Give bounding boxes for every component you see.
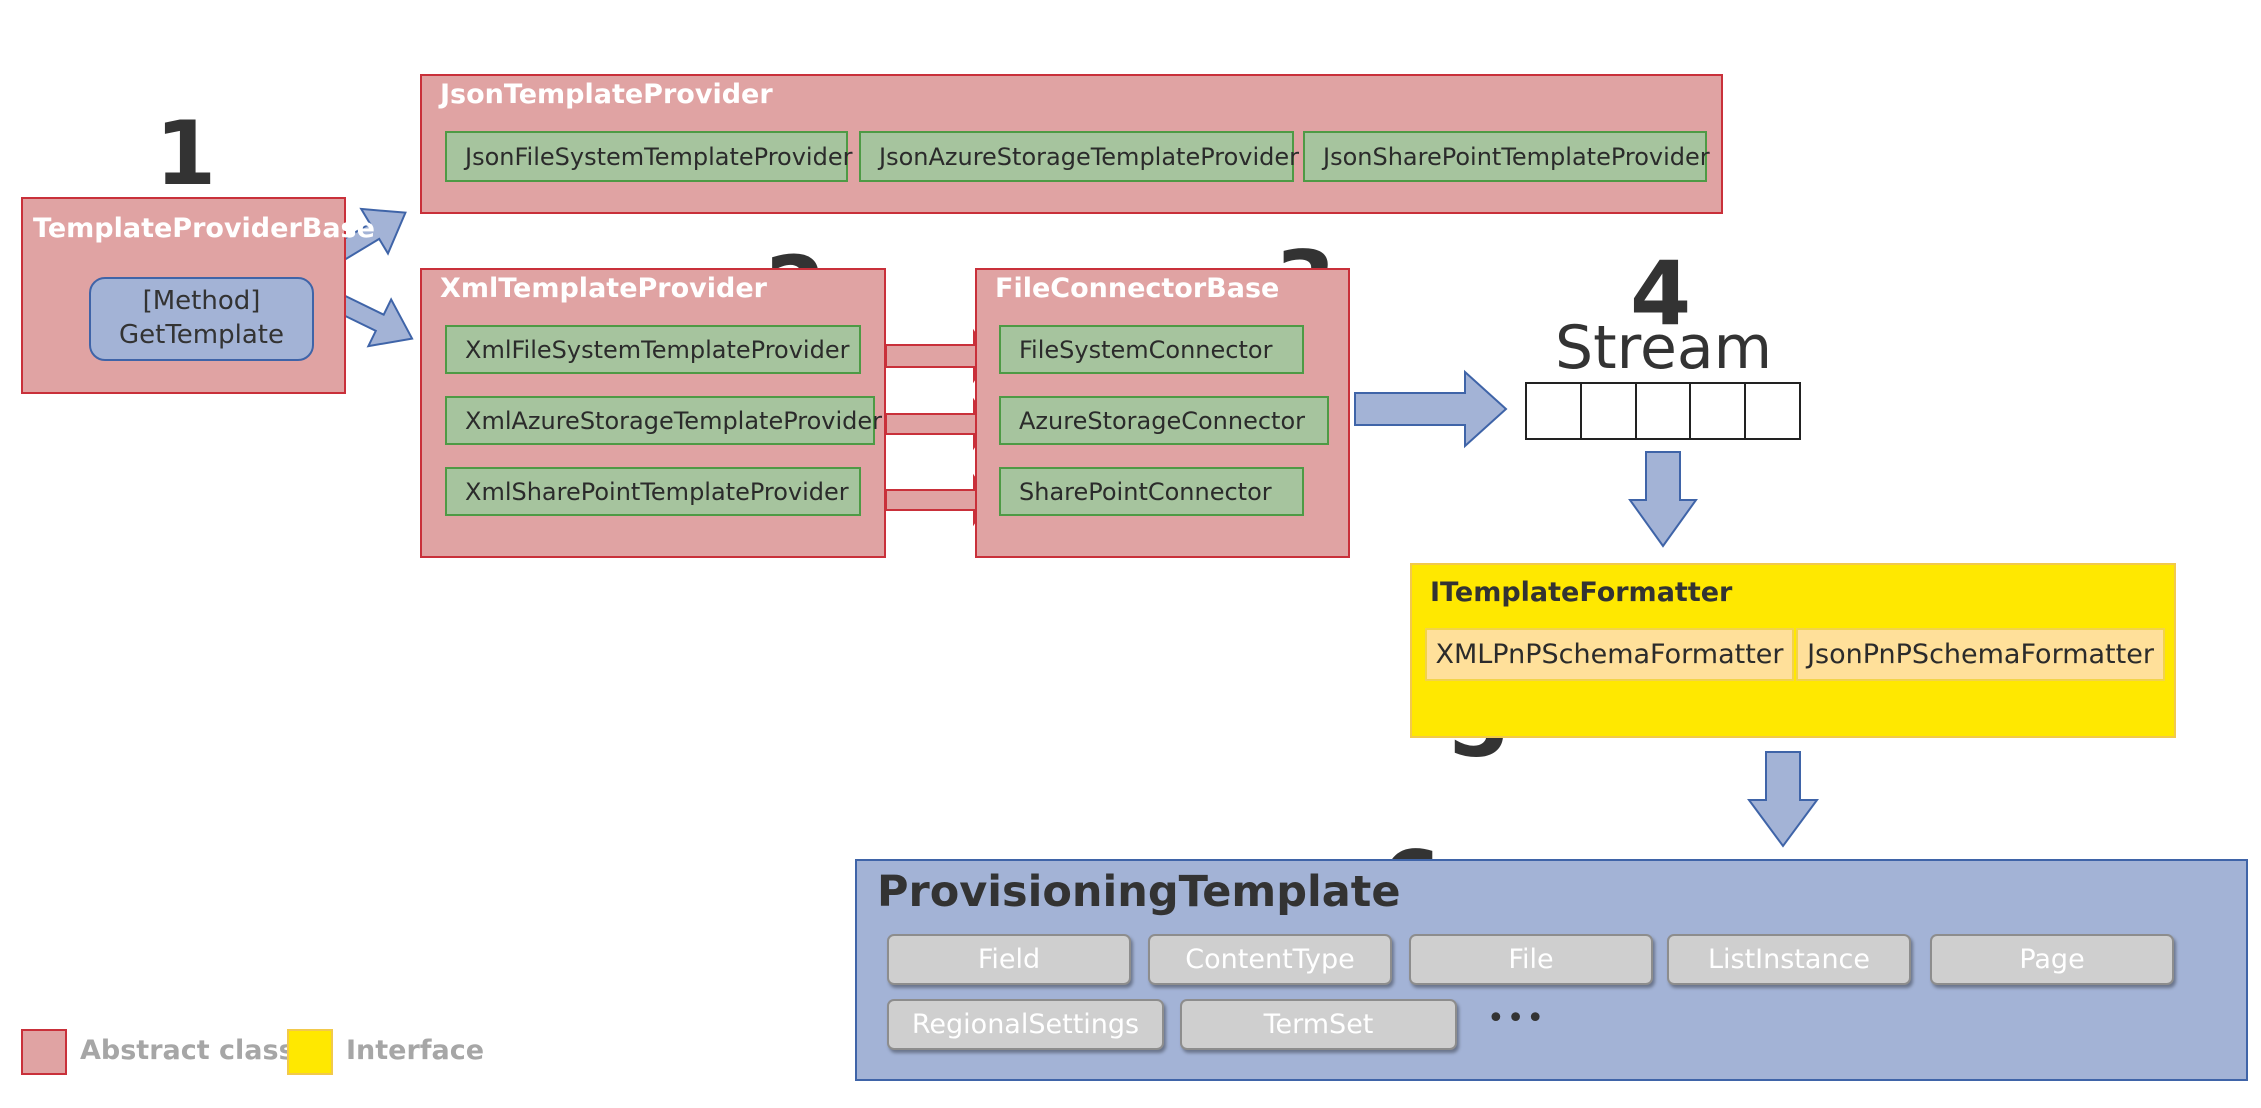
method-name: GetTemplate [119, 320, 284, 350]
xml-template-provider-title: XmlTemplateProvider [440, 273, 767, 304]
stream-cell [1691, 384, 1747, 438]
stream-cell [1527, 384, 1582, 438]
xml-sharepoint-provider[interactable]: XmlSharePointTemplateProvider [445, 467, 861, 516]
legend-interface-label: Interface [346, 1035, 485, 1066]
xml-filesystem-provider[interactable]: XmlFileSystemTemplateProvider [445, 325, 861, 374]
file-connector-base-title: FileConnectorBase [995, 273, 1280, 304]
template-item-field[interactable]: Field [887, 934, 1131, 985]
azurestorage-connector[interactable]: AzureStorageConnector [999, 396, 1329, 445]
arrow-stream-to-formatter [1628, 451, 1698, 548]
template-item-file[interactable]: File [1409, 934, 1653, 985]
json-azurestorage-provider[interactable]: JsonAzureStorageTemplateProvider [859, 131, 1299, 182]
more-items-ellipsis: ••• [1487, 1001, 1547, 1036]
json-template-provider-box: JsonTemplateProvider JsonFileSystemTempl… [420, 74, 1723, 214]
arrow-connector-to-stream [1354, 369, 1508, 449]
xml-template-provider-box: XmlTemplateProvider XmlFileSystemTemplat… [420, 268, 886, 558]
method-label: [Method] [142, 286, 261, 317]
step-number-1: 1 [155, 102, 217, 205]
xml-pnp-schema-formatter[interactable]: XMLPnPSchemaFormatter [1425, 628, 1794, 681]
sharepoint-connector[interactable]: SharePointConnector [999, 467, 1304, 516]
template-provider-base-title: TemplateProviderBase [33, 213, 375, 244]
get-template-method[interactable]: [Method] GetTemplate [89, 277, 314, 361]
json-sharepoint-provider[interactable]: JsonSharePointTemplateProvider [1303, 131, 1710, 182]
provisioning-template-box: ProvisioningTemplate Field ContentType F… [855, 859, 2248, 1081]
stream-cell [1746, 384, 1799, 438]
stream-label: Stream [1555, 313, 1773, 383]
stream-cell [1582, 384, 1637, 438]
template-provider-base-box: TemplateProviderBase [Method] GetTemplat… [21, 197, 375, 394]
legend-interface-swatch [287, 1029, 333, 1075]
template-item-termset[interactable]: TermSet [1180, 999, 1457, 1050]
template-item-regionalsettings[interactable]: RegionalSettings [887, 999, 1164, 1050]
provisioning-template-title: ProvisioningTemplate [877, 867, 1401, 917]
stream-cell [1637, 384, 1692, 438]
legend-abstract-swatch [21, 1029, 67, 1075]
template-formatter-box: ITemplateFormatter XMLPnPSchemaFormatter… [1410, 563, 2176, 738]
legend-abstract-label: Abstract class [80, 1035, 295, 1066]
file-connector-base-box: FileConnectorBase FileSystemConnector Az… [975, 268, 1350, 558]
step-number-4: 4 [1630, 242, 1692, 345]
filesystem-connector[interactable]: FileSystemConnector [999, 325, 1304, 374]
json-pnp-schema-formatter[interactable]: JsonPnPSchemaFormatter [1796, 628, 2165, 681]
xml-azurestorage-provider[interactable]: XmlAzureStorageTemplateProvider [445, 396, 882, 445]
stream-buffer [1525, 382, 1801, 440]
template-item-page[interactable]: Page [1930, 934, 2174, 985]
template-formatter-title: ITemplateFormatter [1430, 577, 1733, 608]
template-item-listinstance[interactable]: ListInstance [1667, 934, 1911, 985]
arrow-formatter-to-template [1747, 751, 1819, 848]
json-filesystem-provider[interactable]: JsonFileSystemTemplateProvider [445, 131, 852, 182]
json-template-provider-title: JsonTemplateProvider [440, 79, 773, 110]
template-item-contenttype[interactable]: ContentType [1148, 934, 1392, 985]
